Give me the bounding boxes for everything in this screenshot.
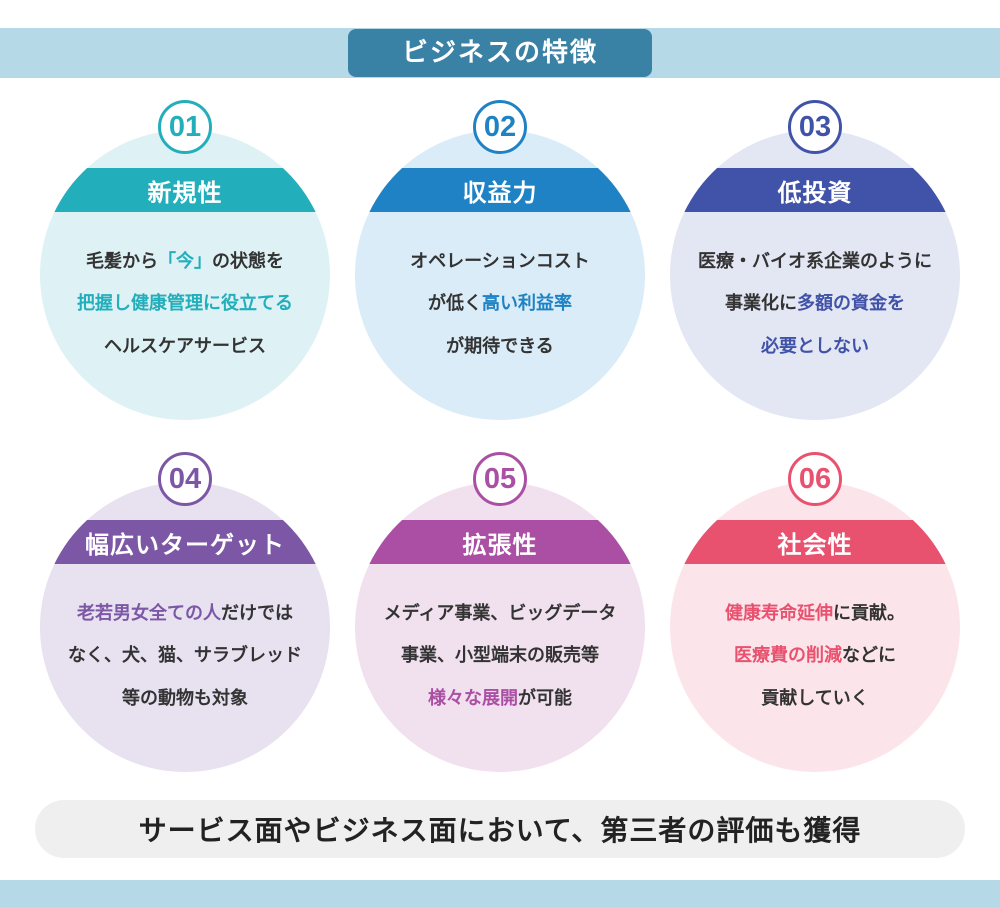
feature-title: 収益力 <box>355 168 645 212</box>
description-line: 貢献していく <box>761 687 869 708</box>
number-badge: 05 <box>473 452 527 506</box>
header-bar: ビジネスの特徴 <box>0 28 1000 78</box>
description-line: メディア事業、ビッグデータ <box>383 603 617 623</box>
feature-description: 老若男女全ての人だけではなく、犬、猫、サラブレッド等の動物も対象 <box>40 578 330 772</box>
description-line: なく、犬、猫、サラブレッド <box>68 645 302 666</box>
feature-circle: 幅広いターゲット老若男女全ての人だけではなく、犬、猫、サラブレッド等の動物も対象 <box>40 482 330 772</box>
number-badge: 06 <box>788 452 842 506</box>
feature-description: 健康寿命延伸に貢献。医療費の削減などに貢献していく <box>670 578 960 772</box>
description-line: が低く高い利益率 <box>428 293 572 314</box>
feature-description: メディア事業、ビッグデータ事業、小型端末の販売等様々な展開が可能 <box>355 578 645 772</box>
number-badge: 01 <box>158 100 212 154</box>
feature-circle: 収益力オペレーションコストが低く高い利益率が期待できる <box>355 130 645 420</box>
description-line: 老若男女全ての人だけでは <box>77 603 293 623</box>
feature-description: 毛髪から「今」の状態を把握し健康管理に役立てるヘルスケアサービス <box>40 226 330 420</box>
feature-circle: 社会性健康寿命延伸に貢献。医療費の削減などに貢献していく <box>670 482 960 772</box>
description-line: オペレーションコスト <box>410 251 590 271</box>
number-badge: 02 <box>473 100 527 154</box>
feature-title: 幅広いターゲット <box>40 520 330 564</box>
description-line: 医療・バイオ系企業のように <box>698 251 932 271</box>
description-line: 健康寿命延伸に貢献。 <box>725 603 905 623</box>
description-line: 医療費の削減などに <box>734 645 896 666</box>
description-line: 把握し健康管理に役立てる <box>77 293 293 314</box>
feature-title: 社会性 <box>670 520 960 564</box>
description-line: 事業化に多額の資金を <box>725 293 905 314</box>
feature-title: 新規性 <box>40 168 330 212</box>
feature-description: オペレーションコストが低く高い利益率が期待できる <box>355 226 645 420</box>
feature-circle: 新規性毛髪から「今」の状態を把握し健康管理に役立てるヘルスケアサービス <box>40 130 330 420</box>
feature-title: 拡張性 <box>355 520 645 564</box>
description-line: 様々な展開が可能 <box>428 687 572 708</box>
description-line: ヘルスケアサービス <box>104 335 266 356</box>
description-line: 事業、小型端末の販売等 <box>401 645 599 666</box>
page-title: ビジネスの特徴 <box>347 29 652 77</box>
bottom-bar <box>0 880 1000 907</box>
feature-circle: 拡張性メディア事業、ビッグデータ事業、小型端末の販売等様々な展開が可能 <box>355 482 645 772</box>
description-line: 毛髪から「今」の状態を <box>86 251 284 271</box>
number-badge: 03 <box>788 100 842 154</box>
feature-circle: 低投資医療・バイオ系企業のように事業化に多額の資金を必要としない <box>670 130 960 420</box>
description-line: が期待できる <box>446 335 554 356</box>
feature-title: 低投資 <box>670 168 960 212</box>
description-line: 等の動物も対象 <box>122 687 248 708</box>
number-badge: 04 <box>158 452 212 506</box>
footer-note: サービス面やビジネス面において、第三者の評価も獲得 <box>35 800 965 858</box>
description-line: 必要としない <box>761 335 869 356</box>
feature-description: 医療・バイオ系企業のように事業化に多額の資金を必要としない <box>670 226 960 420</box>
